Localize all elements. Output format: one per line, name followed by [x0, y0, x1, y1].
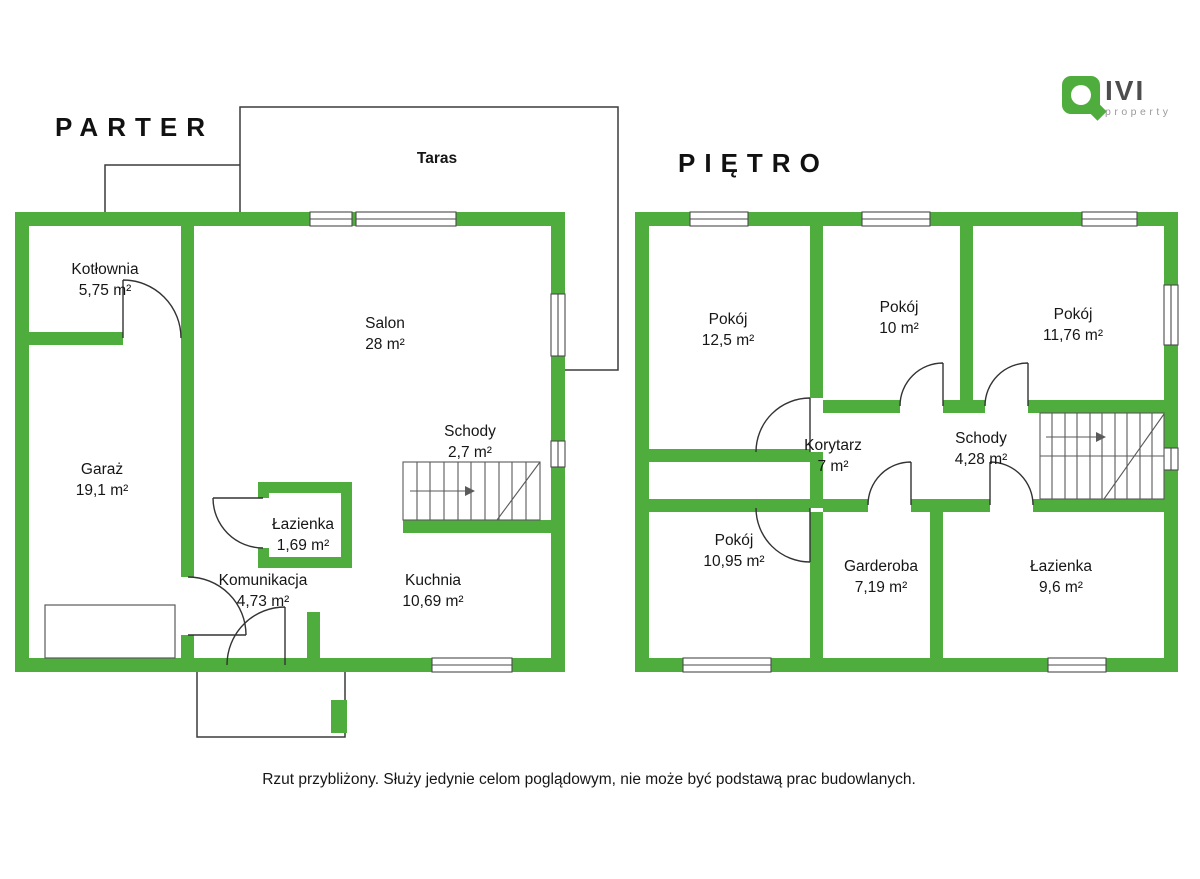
room-name: Łazienka [271, 516, 335, 533]
room-name: Pokój [708, 311, 748, 328]
room-area: 12,5 m² [701, 332, 755, 349]
parter-stairs [402, 461, 541, 521]
room-name: Korytarz [804, 437, 862, 454]
room-label-pokoj-2: Pokój 10 m² [879, 297, 919, 339]
parter-windows [309, 211, 566, 673]
room-label-schody-pietro: Schody 4,28 m² [955, 428, 1008, 470]
pietro-doors [755, 362, 1034, 563]
parter-garage-gate [44, 604, 176, 659]
pietro-stairs [1039, 412, 1165, 500]
parter-interior-walls [29, 226, 551, 733]
room-name: Pokój [1053, 306, 1093, 323]
room-label-schody-parter: Schody 2,7 m² [444, 421, 496, 463]
room-area: 4,28 m² [954, 451, 1008, 468]
room-name: Pokój [879, 299, 919, 316]
room-name: Salon [365, 315, 405, 332]
parter-doors [122, 279, 286, 666]
room-label-korytarz: Korytarz 7 m² [804, 435, 862, 477]
room-area: 28 m² [365, 336, 405, 353]
room-label-kotlownia: Kotłownia 5,75 m² [71, 259, 138, 301]
floor-title-pietro: PIĘTRO [678, 148, 829, 178]
qivi-logo-q-icon [1062, 76, 1100, 114]
room-name: Kotłownia [71, 261, 139, 278]
parter-porch-outline [196, 672, 346, 738]
room-name: Kuchnia [404, 572, 462, 589]
room-label-kuchnia: Kuchnia 10,69 m² [402, 570, 463, 612]
room-area: 2,7 m² [448, 444, 492, 461]
room-area: 4,73 m² [236, 593, 290, 610]
room-label-garderoba: Garderoba 7,19 m² [844, 556, 918, 598]
room-label-lazienka-parter: Łazienka 1,69 m² [272, 514, 334, 556]
room-area: 5,75 m² [78, 282, 132, 299]
room-area: 7 m² [817, 458, 849, 475]
room-label-lazienka-pietro: Łazienka 9,6 m² [1030, 556, 1092, 598]
room-name: Garderoba [843, 558, 919, 575]
room-name: Komunikacja [218, 572, 308, 589]
room-label-pokoj-4: Pokój 10,95 m² [703, 530, 764, 572]
room-area: 19,1 m² [75, 482, 129, 499]
room-area: 1,69 m² [276, 537, 330, 554]
room-name: Schody [955, 430, 1007, 447]
pietro-windows [682, 211, 1179, 673]
room-name: Łazienka [1029, 558, 1093, 575]
room-label-pokoj-3: Pokój 11,76 m² [1043, 304, 1103, 346]
qivi-logo-sub: property [1105, 106, 1172, 118]
qivi-logo: IVI property [1062, 76, 1172, 118]
room-area: 10,95 m² [703, 553, 765, 570]
room-name: Pokój [714, 532, 754, 549]
room-area: 10 m² [879, 320, 919, 337]
room-label-salon: Salon 28 m² [365, 313, 405, 355]
floor-title-parter: PARTER [55, 112, 214, 142]
room-label-komunikacja: Komunikacja 4,73 m² [219, 570, 308, 612]
room-area: 7,19 m² [854, 579, 908, 596]
room-label-garaz: Garaż 19,1 m² [76, 459, 129, 501]
disclaimer-text: Rzut przybliżony. Służy jedynie celom po… [262, 771, 916, 788]
room-area: 9,6 m² [1039, 579, 1083, 596]
room-name: Schody [444, 423, 496, 440]
terrace-label: Taras [416, 150, 458, 167]
parter-terrace-outline [104, 106, 619, 371]
qivi-logo-text: IVI property [1105, 75, 1172, 119]
room-name: Garaż [80, 461, 124, 478]
room-area: 10,69 m² [402, 593, 464, 610]
room-label-pokoj-1: Pokój 12,5 m² [702, 309, 755, 351]
pietro-interior-walls [649, 226, 1164, 658]
qivi-logo-brand: IVI [1105, 75, 1146, 106]
room-area: 11,76 m² [1042, 327, 1104, 344]
